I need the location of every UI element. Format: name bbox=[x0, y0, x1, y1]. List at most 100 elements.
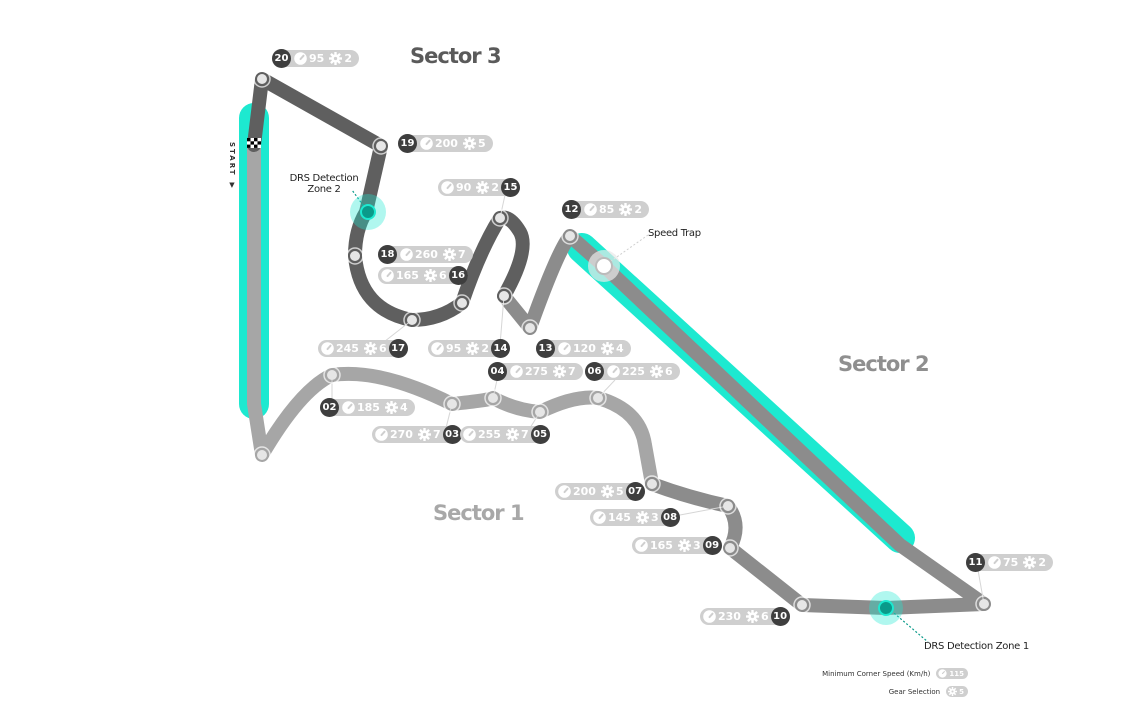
corner-speed: 270 bbox=[390, 428, 413, 441]
legend-gear-row: Gear Selection 5 bbox=[889, 686, 968, 697]
gear-icon bbox=[363, 342, 377, 355]
corner-node[interactable] bbox=[453, 294, 471, 312]
gear-icon bbox=[600, 485, 614, 498]
gear-selection: 2 bbox=[344, 52, 352, 65]
corner-node[interactable] bbox=[253, 446, 271, 464]
drs-detection-point-1[interactable] bbox=[869, 591, 903, 625]
gear-selection: 6 bbox=[378, 342, 387, 355]
corner-node[interactable] bbox=[531, 403, 549, 421]
speedometer-icon bbox=[381, 269, 394, 282]
speedometer-icon bbox=[703, 610, 716, 623]
turn-number-badge: 13 bbox=[536, 339, 555, 358]
sector-1-title: Sector 1 bbox=[433, 501, 525, 525]
gear-icon bbox=[677, 539, 691, 552]
corner-speed: 230 bbox=[718, 610, 741, 623]
corner-nodes bbox=[253, 70, 993, 614]
drs-zone-2-line2: Zone 2 bbox=[307, 184, 341, 195]
corner-speed: 95 bbox=[309, 52, 325, 65]
speedometer-icon bbox=[558, 485, 571, 498]
gear-selection: 5 bbox=[615, 485, 624, 498]
gear-icon bbox=[462, 137, 476, 150]
gear-selection: 3 bbox=[650, 511, 659, 524]
speedometer-icon bbox=[510, 365, 523, 378]
gear-selection: 7 bbox=[567, 365, 576, 378]
speedometer-icon bbox=[584, 203, 597, 216]
turn-number-badge: 03 bbox=[442, 425, 462, 444]
corner-node[interactable] bbox=[443, 395, 461, 413]
speedometer-icon bbox=[558, 342, 571, 355]
speedometer-icon bbox=[635, 539, 648, 552]
corner-node[interactable] bbox=[495, 287, 513, 305]
gear-selection: 6 bbox=[438, 269, 447, 282]
drs-detection-point-2[interactable] bbox=[350, 194, 386, 230]
corner-node[interactable] bbox=[719, 497, 737, 515]
corner-speed: 185 bbox=[357, 401, 380, 414]
corner-node[interactable] bbox=[589, 389, 607, 407]
corner-node[interactable] bbox=[323, 366, 341, 384]
gear-icon bbox=[552, 365, 566, 378]
corner-node[interactable] bbox=[484, 389, 502, 407]
turn-number-badge: 07 bbox=[625, 482, 645, 501]
turn-number-badge: 16 bbox=[448, 266, 468, 285]
corner-node[interactable] bbox=[793, 596, 811, 614]
drs-zone-1-label: DRS Detection Zone 1 bbox=[924, 641, 1029, 652]
corner-speed: 85 bbox=[599, 203, 615, 216]
sector-2-title: Sector 2 bbox=[838, 352, 930, 376]
corner-node[interactable] bbox=[372, 137, 390, 155]
corner-speed: 90 bbox=[456, 181, 472, 194]
corner-speed: 165 bbox=[650, 539, 673, 552]
start-label: START ▼ bbox=[228, 142, 236, 191]
corner-speed: 75 bbox=[1003, 556, 1019, 569]
turn-number-badge: 14 bbox=[490, 339, 510, 358]
legend-speed-value: 115 bbox=[949, 669, 964, 678]
gear-selection: 2 bbox=[634, 203, 642, 216]
turn-number-badge: 19 bbox=[398, 134, 417, 153]
corner-node[interactable] bbox=[346, 247, 364, 265]
gear-icon bbox=[745, 610, 759, 623]
corner-node[interactable] bbox=[561, 227, 579, 245]
drs-zone-1-leader bbox=[887, 607, 929, 643]
turn-number-badge: 15 bbox=[500, 178, 520, 197]
gear-selection: 7 bbox=[432, 428, 441, 441]
corner-node[interactable] bbox=[721, 539, 739, 557]
corner-node[interactable] bbox=[643, 475, 661, 493]
gear-selection: 2 bbox=[491, 181, 499, 194]
speed-trap-label: Speed Trap bbox=[648, 228, 701, 239]
gear-selection: 7 bbox=[457, 248, 466, 261]
speedometer-icon bbox=[988, 556, 1001, 569]
corner-node[interactable] bbox=[491, 209, 509, 227]
gear-icon bbox=[476, 181, 490, 194]
turn-number-badge: 17 bbox=[388, 339, 408, 358]
turn-number-badge: 09 bbox=[702, 536, 722, 555]
corner-node[interactable] bbox=[521, 319, 539, 337]
speed-trap-point[interactable] bbox=[588, 250, 620, 282]
corner-node[interactable] bbox=[403, 311, 421, 329]
drs-zone-2-label: DRS Detection Zone 2 bbox=[286, 173, 362, 195]
corner-node[interactable] bbox=[253, 70, 271, 88]
corner-speed: 165 bbox=[396, 269, 419, 282]
gear-icon bbox=[635, 511, 649, 524]
checkered-flag-icon bbox=[247, 138, 261, 148]
corner-node[interactable] bbox=[975, 595, 993, 613]
turn-number-badge: 04 bbox=[488, 362, 507, 381]
legend-speed-pill: 115 bbox=[936, 668, 968, 679]
speedometer-icon bbox=[342, 401, 355, 414]
legend-gear-label: Gear Selection bbox=[888, 687, 941, 696]
